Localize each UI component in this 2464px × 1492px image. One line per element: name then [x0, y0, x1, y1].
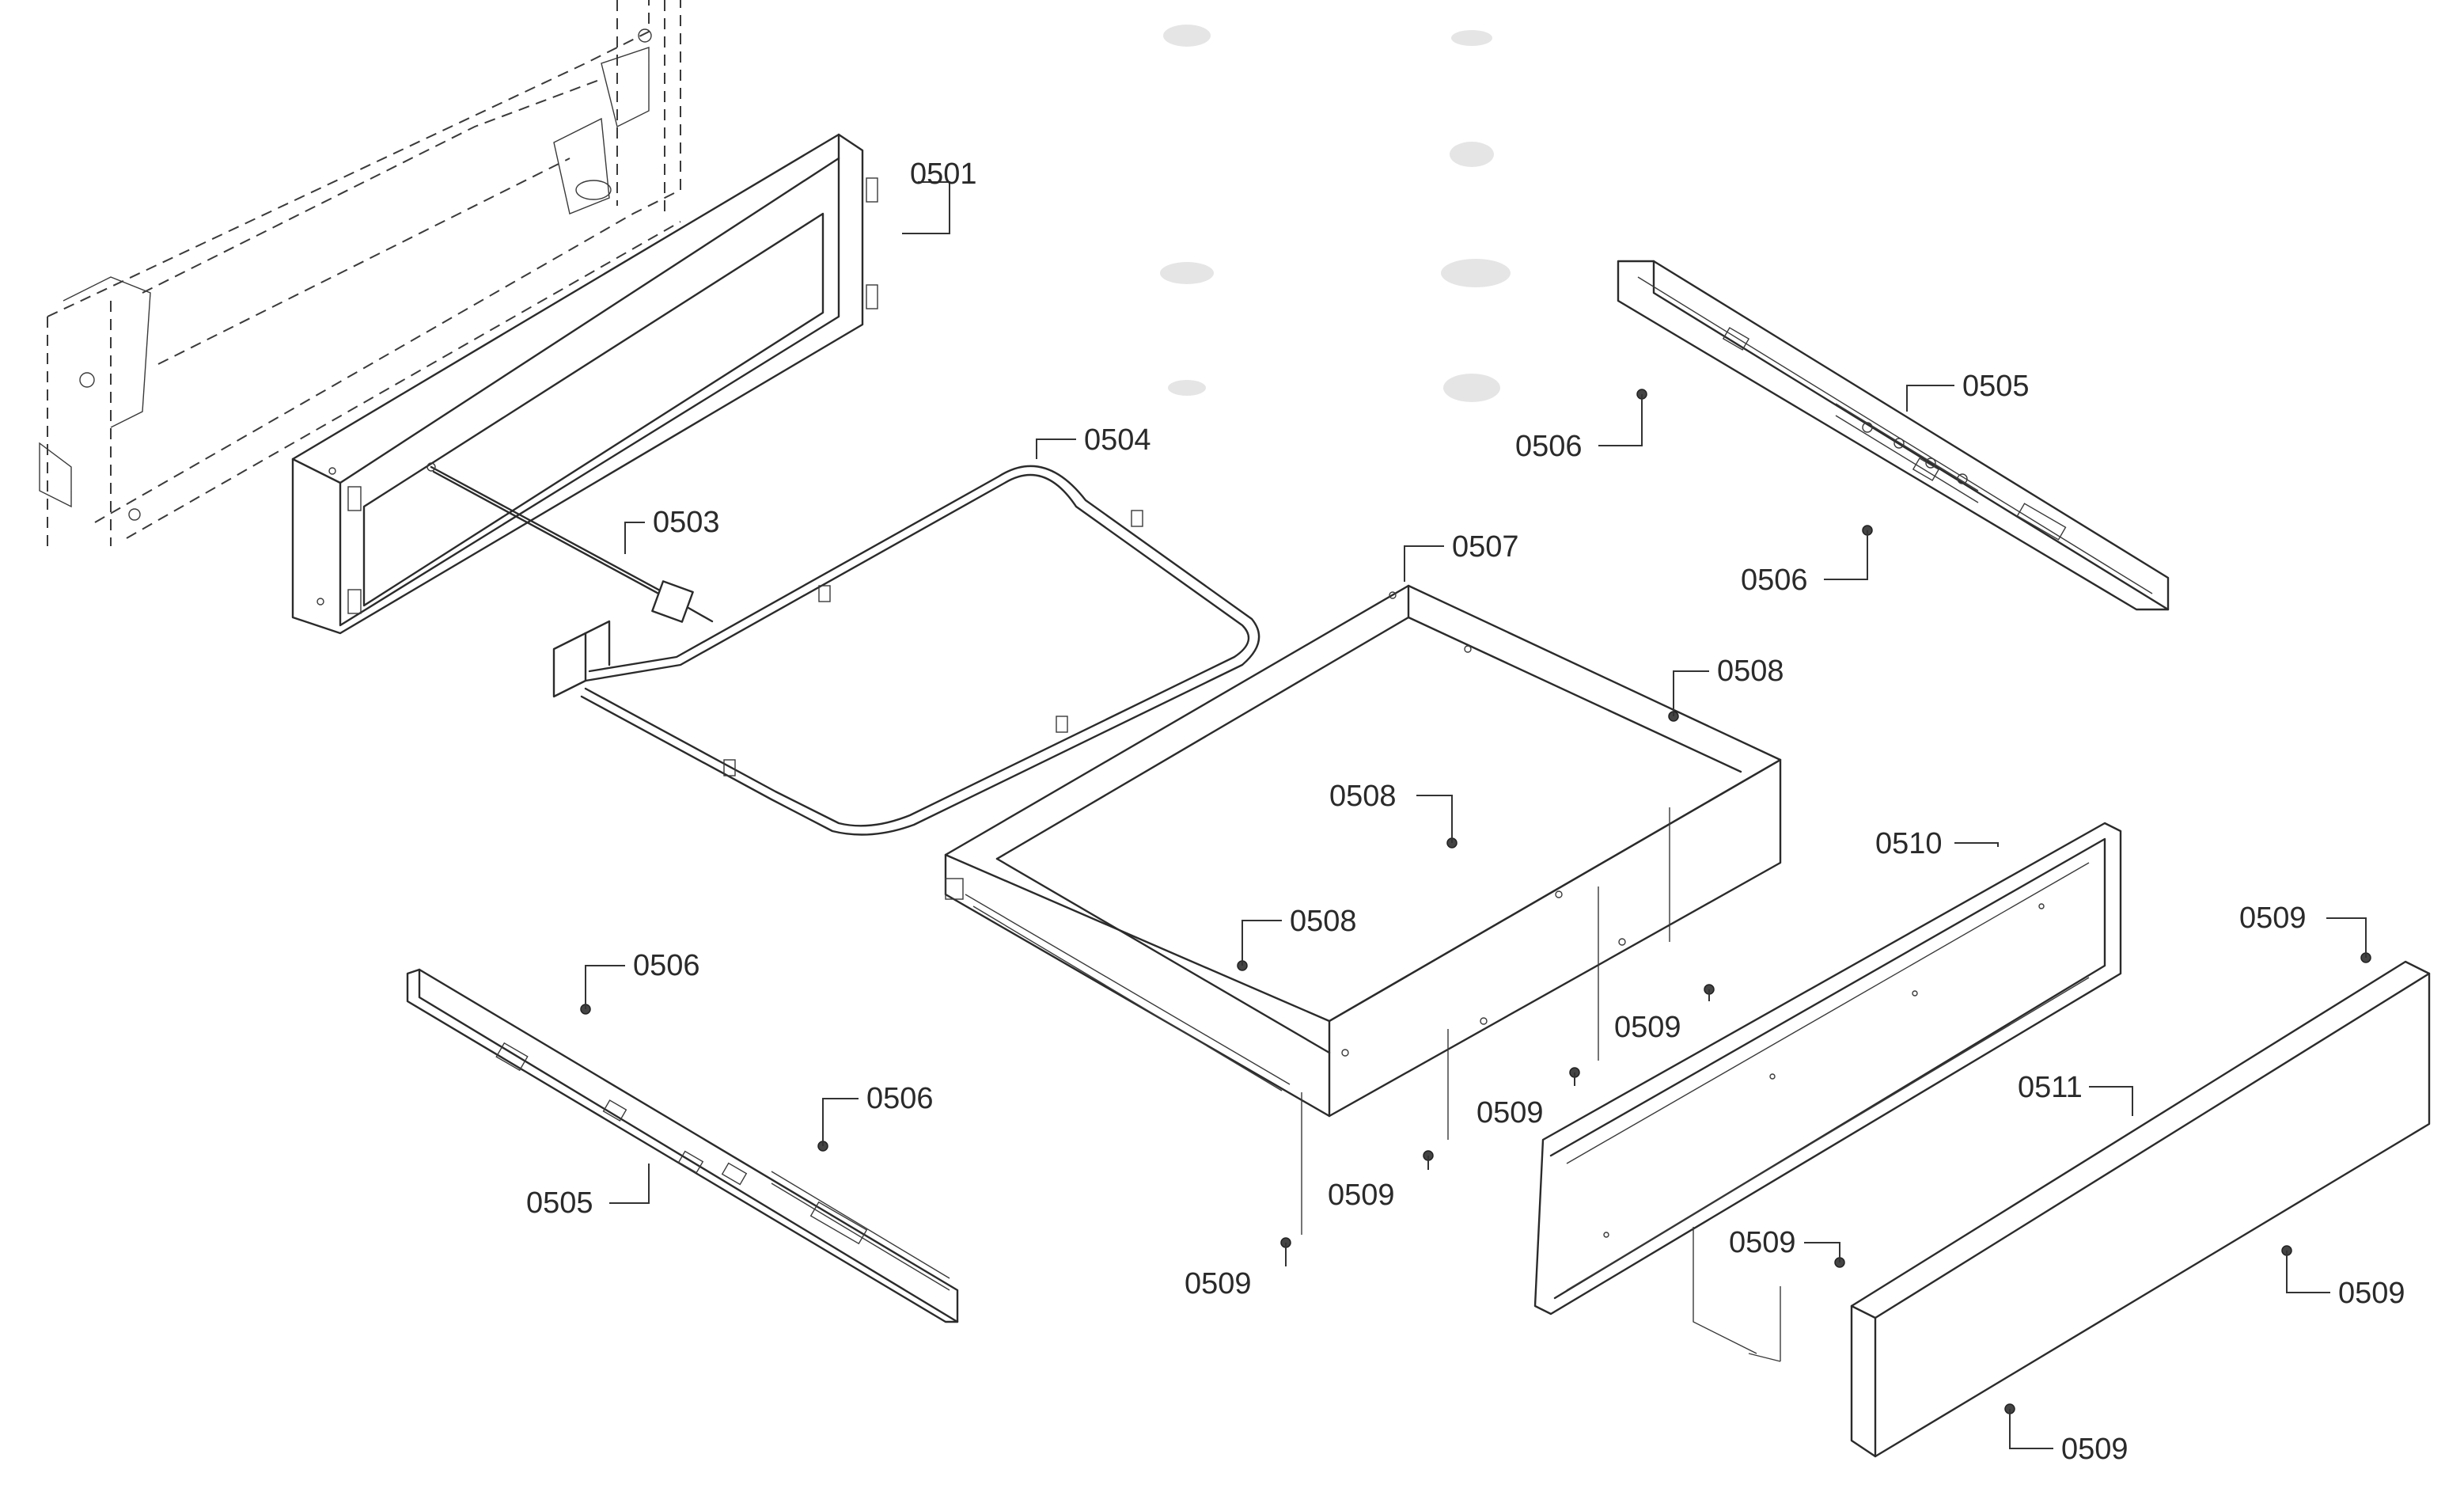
- label-0506-left-bottom: 0506: [866, 1082, 934, 1115]
- label-0509-b: 0509: [1477, 1096, 1544, 1129]
- label-0509-a: 0509: [1614, 1011, 1681, 1044]
- drawer-body-0507: [944, 584, 1782, 1118]
- front-cover-0511: [1850, 960, 2431, 1458]
- scan-smudges: [1160, 25, 1511, 402]
- slide-rail-right-0505: [1617, 260, 2170, 611]
- label-0511: 0511: [2018, 1071, 2083, 1104]
- label-0507: 0507: [1452, 530, 1519, 564]
- label-0506-left-top: 0506: [633, 949, 700, 982]
- label-0509-h: 0509: [2061, 1433, 2129, 1466]
- slide-rail-left-0505: [406, 968, 959, 1323]
- label-0509-g: 0509: [2338, 1277, 2405, 1310]
- alignment-lines: [1301, 807, 1781, 1362]
- label-0506-right-bottom: 0506: [1741, 564, 1808, 597]
- label-0508-top: 0508: [1717, 655, 1784, 688]
- label-0505-left: 0505: [526, 1186, 593, 1220]
- front-frame-0501: [291, 133, 878, 635]
- label-0509-f: 0509: [1729, 1226, 1796, 1259]
- label-0509-d: 0509: [1185, 1267, 1252, 1300]
- leader-lines: [585, 181, 2367, 1449]
- label-0508-mid: 0508: [1329, 780, 1397, 813]
- label-0508-low: 0508: [1290, 905, 1357, 938]
- label-0501: 0501: [910, 158, 977, 191]
- label-0505-right: 0505: [1962, 370, 2030, 403]
- label-0509-e: 0509: [2239, 902, 2307, 935]
- label-0506-right-top: 0506: [1515, 430, 1583, 463]
- label-0509-c: 0509: [1328, 1179, 1395, 1212]
- temperature-sensor-0503: [426, 462, 714, 623]
- label-0503: 0503: [653, 506, 720, 539]
- label-0504: 0504: [1084, 423, 1151, 457]
- inner-panel-0510: [1533, 822, 2122, 1315]
- part-labels: 0501 0503 0504 0505 0506 0506 0506 0506 …: [526, 158, 2405, 1466]
- oven-housing-dashed: [39, 0, 681, 546]
- label-0510: 0510: [1875, 827, 1943, 860]
- heating-element-0504: [552, 465, 1260, 836]
